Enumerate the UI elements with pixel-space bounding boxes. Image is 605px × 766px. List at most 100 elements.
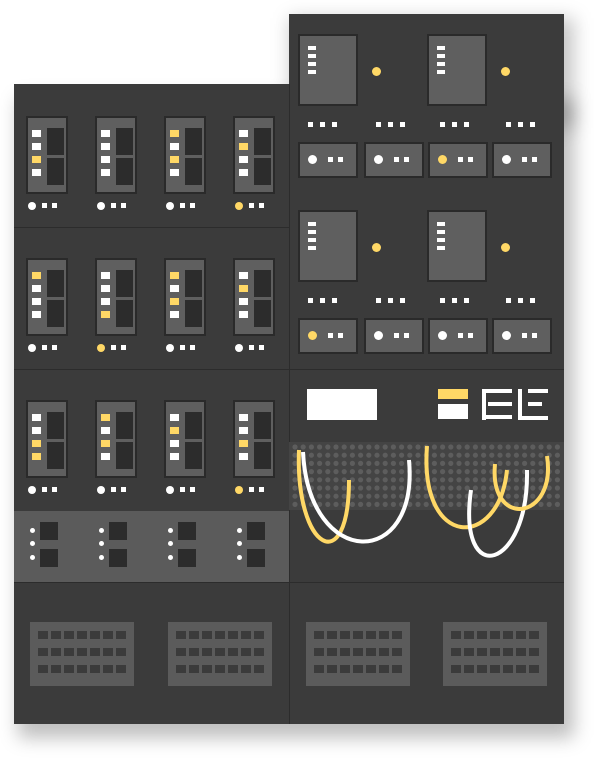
server-card[interactable] xyxy=(164,258,206,336)
patch-jack[interactable] xyxy=(292,469,298,475)
patch-jack[interactable] xyxy=(390,501,396,507)
patch-jack[interactable] xyxy=(317,452,323,458)
patch-jack[interactable] xyxy=(390,485,396,491)
patch-jack[interactable] xyxy=(505,493,511,499)
patch-jack[interactable] xyxy=(456,501,462,507)
patch-jack[interactable] xyxy=(407,444,413,450)
patch-jack[interactable] xyxy=(382,452,388,458)
patch-jack[interactable] xyxy=(554,460,560,466)
patch-jack[interactable] xyxy=(456,444,462,450)
patch-jack[interactable] xyxy=(431,460,437,466)
patch-jack[interactable] xyxy=(481,477,487,483)
patch-jack[interactable] xyxy=(440,452,446,458)
patch-jack[interactable] xyxy=(399,501,405,507)
patch-jack[interactable] xyxy=(505,460,511,466)
patch-jack[interactable] xyxy=(513,485,519,491)
patch-jack[interactable] xyxy=(472,485,478,491)
server-module[interactable] xyxy=(427,34,487,106)
patch-jack[interactable] xyxy=(489,501,495,507)
server-card[interactable] xyxy=(95,116,137,194)
patch-jack[interactable] xyxy=(333,460,339,466)
patch-jack[interactable] xyxy=(374,501,380,507)
patch-jack[interactable] xyxy=(399,444,405,450)
patch-jack[interactable] xyxy=(513,477,519,483)
patch-jack[interactable] xyxy=(530,493,536,499)
patch-jack[interactable] xyxy=(513,469,519,475)
patch-jack[interactable] xyxy=(505,452,511,458)
patch-jack[interactable] xyxy=(399,485,405,491)
patch-jack[interactable] xyxy=(464,460,470,466)
patch-jack[interactable] xyxy=(448,469,454,475)
patch-jack[interactable] xyxy=(325,460,331,466)
server-module[interactable] xyxy=(298,34,358,106)
patch-jack[interactable] xyxy=(366,469,372,475)
patch-jack[interactable] xyxy=(390,493,396,499)
patch-jack[interactable] xyxy=(317,477,323,483)
patch-jack[interactable] xyxy=(366,444,372,450)
patch-jack[interactable] xyxy=(341,452,347,458)
patch-jack[interactable] xyxy=(554,469,560,475)
patch-jack[interactable] xyxy=(448,477,454,483)
patch-jack[interactable] xyxy=(358,452,364,458)
patch-jack[interactable] xyxy=(374,485,380,491)
patch-jack[interactable] xyxy=(415,485,421,491)
patch-jack[interactable] xyxy=(448,485,454,491)
patch-jack[interactable] xyxy=(325,477,331,483)
patch-jack[interactable] xyxy=(390,444,396,450)
patch-jack[interactable] xyxy=(415,477,421,483)
patch-jack[interactable] xyxy=(489,485,495,491)
patch-jack[interactable] xyxy=(308,477,314,483)
patch-jack[interactable] xyxy=(415,452,421,458)
patch-jack[interactable] xyxy=(390,460,396,466)
patch-jack[interactable] xyxy=(349,444,355,450)
patch-jack[interactable] xyxy=(407,501,413,507)
patch-jack[interactable] xyxy=(333,452,339,458)
patch-jack[interactable] xyxy=(522,460,528,466)
patch-jack[interactable] xyxy=(472,460,478,466)
patch-jack[interactable] xyxy=(317,485,323,491)
server-card[interactable] xyxy=(26,258,68,336)
patch-jack[interactable] xyxy=(325,485,331,491)
patch-jack[interactable] xyxy=(349,460,355,466)
patch-jack[interactable] xyxy=(530,452,536,458)
patch-jack[interactable] xyxy=(341,469,347,475)
patch-jack[interactable] xyxy=(374,444,380,450)
patch-jack[interactable] xyxy=(415,493,421,499)
patch-jack[interactable] xyxy=(399,477,405,483)
patch-jack[interactable] xyxy=(505,444,511,450)
patch-jack[interactable] xyxy=(440,485,446,491)
patch-jack[interactable] xyxy=(341,501,347,507)
patch-jack[interactable] xyxy=(325,444,331,450)
patch-jack[interactable] xyxy=(382,493,388,499)
patch-jack[interactable] xyxy=(382,444,388,450)
patch-jack[interactable] xyxy=(415,460,421,466)
patch-jack[interactable] xyxy=(399,460,405,466)
patch-jack[interactable] xyxy=(374,452,380,458)
patch-jack[interactable] xyxy=(292,485,298,491)
patch-jack[interactable] xyxy=(382,469,388,475)
patch-jack[interactable] xyxy=(341,493,347,499)
patch-jack[interactable] xyxy=(366,501,372,507)
patch-jack[interactable] xyxy=(481,501,487,507)
patch-jack[interactable] xyxy=(538,469,544,475)
patch-jack[interactable] xyxy=(308,452,314,458)
patch-jack[interactable] xyxy=(317,493,323,499)
patch-jack[interactable] xyxy=(464,444,470,450)
patch-jack[interactable] xyxy=(333,493,339,499)
server-card[interactable] xyxy=(164,400,206,478)
server-card[interactable] xyxy=(26,400,68,478)
patch-jack[interactable] xyxy=(399,493,405,499)
patch-jack[interactable] xyxy=(440,501,446,507)
server-card[interactable] xyxy=(233,400,275,478)
patch-jack[interactable] xyxy=(349,469,355,475)
patch-jack[interactable] xyxy=(538,477,544,483)
patch-jack[interactable] xyxy=(349,485,355,491)
patch-jack[interactable] xyxy=(292,460,298,466)
patch-jack[interactable] xyxy=(317,460,323,466)
patch-jack[interactable] xyxy=(530,444,536,450)
patch-jack[interactable] xyxy=(382,460,388,466)
server-card[interactable] xyxy=(233,258,275,336)
patch-jack[interactable] xyxy=(456,485,462,491)
patch-jack[interactable] xyxy=(554,477,560,483)
patch-jack[interactable] xyxy=(341,444,347,450)
